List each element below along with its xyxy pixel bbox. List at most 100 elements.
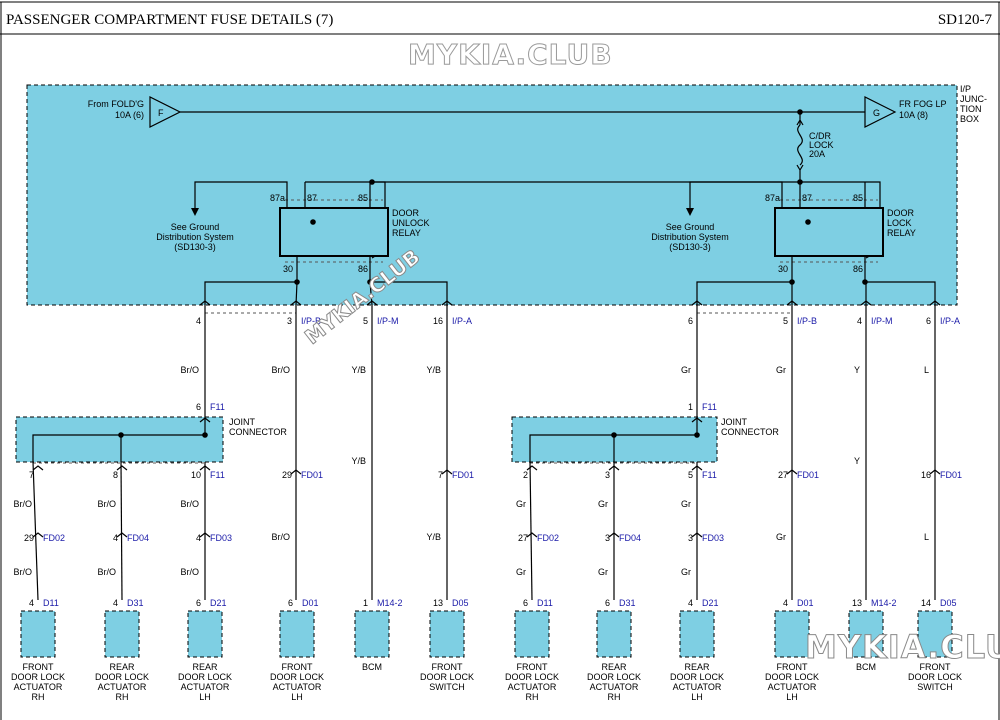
relay-30-branch [696, 281, 792, 305]
ip-pin: 5 [363, 316, 368, 326]
component-name: DOOR LOCK [11, 672, 65, 682]
component-name: REAR [109, 662, 135, 672]
component-name: DOOR LOCK [908, 672, 962, 682]
joint-connector-left [15, 416, 224, 463]
ip-connector: I/P-B [301, 316, 321, 326]
watermark-bottom: MYKIA.CLUB [804, 628, 1000, 667]
component-name: DOOR LOCK [178, 672, 232, 682]
fd-pin: 27 [518, 533, 528, 543]
ip-pin: 4 [196, 316, 201, 326]
cdr-fuse-label: LOCK [809, 140, 834, 150]
splice-dot [369, 179, 375, 185]
fuse-g-symbol [864, 96, 897, 128]
comp-pin: 6 [605, 598, 610, 608]
wire-color: Y/B [351, 456, 366, 466]
ip-junction-box [26, 84, 958, 306]
splice-dot [789, 279, 795, 285]
component-name: RH [608, 692, 621, 702]
wire-color: Br/O [180, 499, 199, 509]
fd-connector: FD04 [127, 533, 149, 543]
jc-out-connector: F11 [210, 470, 225, 480]
component-name: FRONT [920, 662, 951, 672]
relay-86-branch [866, 281, 936, 305]
relay-name: LOCK [887, 218, 912, 228]
ground-note: See Ground [666, 222, 715, 232]
wire-color: Br/O [271, 365, 290, 375]
fuse-g-name: FR FOG LP [899, 99, 947, 109]
relay-pin-label: 85 [853, 193, 863, 203]
jc-label: JOINT [229, 417, 256, 427]
comp-pin: 6 [196, 598, 201, 608]
connector-chevron [199, 300, 211, 306]
ground-note: Distribution System [156, 232, 234, 242]
component-name: ACTUATOR [508, 682, 557, 692]
component-name: SWITCH [429, 682, 465, 692]
ip-pin: 5 [783, 316, 788, 326]
relay-box [774, 207, 884, 257]
ground-ref: (SD130-3) [669, 242, 711, 252]
wire-color: Gr [681, 567, 691, 577]
connector-chevron [199, 465, 211, 471]
relay-name: UNLOCK [392, 218, 430, 228]
relay-name: DOOR [887, 208, 915, 218]
comp-connector: D11 [43, 598, 59, 608]
fd-pin: 3 [605, 533, 610, 543]
mid-connector: FD01 [940, 470, 962, 480]
component-box [429, 610, 465, 658]
component-name: DOOR LOCK [670, 672, 724, 682]
splice-dot [367, 279, 373, 285]
comp-connector: M14-2 [871, 598, 897, 608]
jc-label: CONNECTOR [721, 427, 779, 437]
wire-color: Y [854, 365, 860, 375]
connector-chevron [366, 300, 378, 306]
connector-chevron [691, 300, 703, 306]
comp-pin: 1 [363, 598, 368, 608]
component-name: ACTUATOR [673, 682, 722, 692]
fd-connector: FD03 [702, 533, 724, 543]
cdr-fuse-label: C/DR [809, 131, 831, 141]
relay-pin-label: 86 [358, 264, 368, 274]
component-box [917, 610, 953, 658]
comp-connector: D31 [127, 598, 144, 608]
fd-connector: FD03 [210, 533, 232, 543]
relay-86-branch [370, 281, 448, 305]
comp-pin: 14 [921, 598, 931, 608]
jc-out-pin: 2 [523, 470, 528, 480]
component-name: BCM [856, 662, 876, 672]
fd-pin: 3 [688, 533, 693, 543]
component-name: DOOR LOCK [587, 672, 641, 682]
jc-out-connector: F11 [702, 470, 717, 480]
splice-dot [797, 179, 803, 185]
component-name: SWITCH [917, 682, 953, 692]
component-name: RH [526, 692, 539, 702]
relay-name: RELAY [392, 228, 421, 238]
jc-out-pin: 7 [29, 470, 34, 480]
component-box [104, 610, 140, 658]
splice-dot [202, 432, 208, 438]
component-name: DOOR LOCK [505, 672, 559, 682]
mid-pin: 7 [438, 470, 443, 480]
component-name: FRONT [282, 662, 313, 672]
connector-chevron [290, 469, 302, 475]
wire-color: Br/O [13, 499, 32, 509]
wire-color: Gr [776, 532, 786, 542]
component-name: LH [199, 692, 211, 702]
jc-bus [32, 434, 205, 462]
component-name: ACTUATOR [273, 682, 322, 692]
wire-color: Gr [516, 567, 526, 577]
ip-connector: I/P-M [377, 316, 399, 326]
wire-color: Gr [681, 365, 691, 375]
mid-pin: 16 [921, 470, 931, 480]
splice-dot [862, 279, 868, 285]
component-name: LH [291, 692, 303, 702]
comp-pin: 13 [433, 598, 443, 608]
splice-dot [310, 219, 316, 225]
comp-pin: 4 [29, 598, 34, 608]
relay-pin-label: 87a [765, 193, 780, 203]
fd-connector: FD02 [537, 533, 559, 543]
fuse-f-source: From FOLD'G [88, 99, 144, 109]
ground-lead [689, 181, 783, 210]
page-title: PASSENGER COMPARTMENT FUSE DETAILS (7) [6, 12, 334, 28]
connector-chevron [199, 532, 211, 538]
jc-out-pin: 10 [191, 470, 201, 480]
